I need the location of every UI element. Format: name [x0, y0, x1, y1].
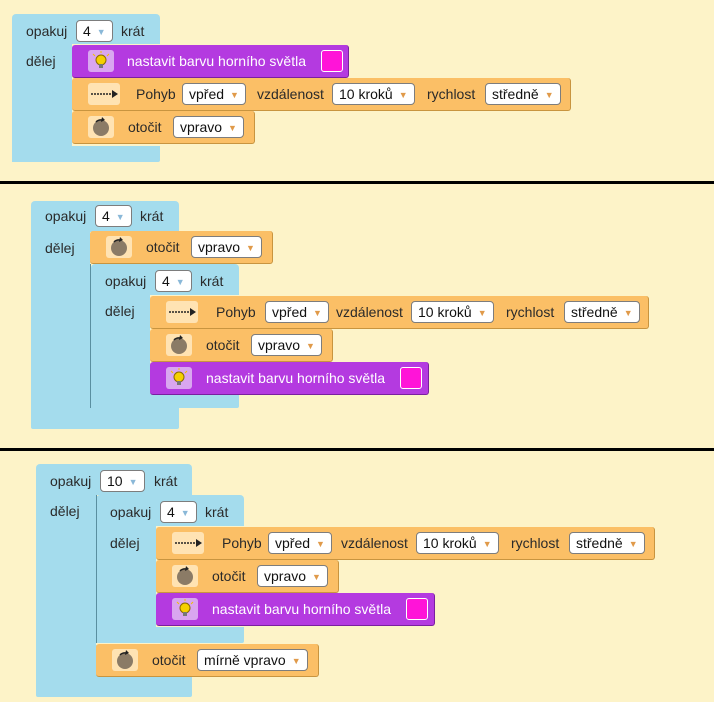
times-label: krát: [200, 273, 224, 289]
set-color-label: nastavit barvu horního světla: [206, 370, 385, 386]
speed-dropdown[interactable]: středně▼: [569, 532, 645, 554]
do-label: dělej: [110, 535, 140, 551]
set-color-label: nastavit barvu horního světla: [212, 601, 391, 617]
repeat-label: opakuj: [45, 208, 87, 224]
outer-repeat-count-dropdown[interactable]: 10▼: [100, 470, 145, 492]
turn-label: otočit: [212, 568, 246, 584]
panel-divider: [0, 181, 714, 184]
turn-icon: [172, 565, 198, 587]
set-top-light-color-block[interactable]: nastavit barvu horního světla: [150, 362, 429, 395]
distance-dropdown[interactable]: 10 kroků▼: [416, 532, 499, 554]
outer-repeat-count-dropdown[interactable]: 4▼: [95, 205, 132, 227]
move-label: Pohyb: [136, 86, 176, 102]
turn-block[interactable]: otočit vpravo▼: [150, 329, 333, 362]
speed-label: rychlost: [511, 535, 560, 551]
set-top-light-color-block[interactable]: nastavit barvu horního světla: [72, 45, 349, 78]
speed-label: rychlost: [506, 304, 555, 320]
set-top-light-color-block[interactable]: nastavit barvu horního světla: [156, 593, 435, 626]
distance-dropdown[interactable]: 10 kroků▼: [411, 301, 494, 323]
repeat-label: opakuj: [50, 473, 92, 489]
times-label: krát: [205, 504, 229, 520]
turn-block[interactable]: otočit vpravo▼: [156, 560, 339, 593]
speed-dropdown[interactable]: středně▼: [485, 83, 561, 105]
turn-dropdown[interactable]: vpravo▼: [251, 334, 322, 356]
times-label: krát: [154, 473, 178, 489]
lightbulb-icon: [172, 598, 198, 620]
lightbulb-icon: [88, 50, 114, 72]
times-label: krát: [121, 23, 145, 39]
speed-dropdown[interactable]: středně▼: [564, 301, 640, 323]
do-label: dělej: [26, 53, 56, 69]
turn-slightly-block[interactable]: otočit mírně vpravo▼: [96, 644, 319, 677]
turn-dropdown[interactable]: vpravo▼: [173, 116, 244, 138]
inner-repeat-count-dropdown[interactable]: 4▼: [160, 501, 197, 523]
distance-label: vzdálenost: [257, 86, 324, 102]
times-label: krát: [140, 208, 164, 224]
set-color-label: nastavit barvu horního světla: [127, 53, 306, 69]
color-swatch[interactable]: [406, 598, 428, 620]
turn-label: otočit: [128, 119, 162, 135]
turn-icon: [112, 649, 138, 671]
repeat-label: opakuj: [105, 273, 147, 289]
direction-dropdown[interactable]: vpřed▼: [265, 301, 329, 323]
do-label: dělej: [50, 503, 80, 519]
program-panel-1: opakuj 4▼ krát dělej nastavit barvu horn…: [0, 0, 714, 182]
move-block[interactable]: Pohyb vpřed▼ vzdálenost 10 kroků▼ rychlo…: [150, 296, 649, 329]
turn-dropdown[interactable]: vpravo▼: [191, 236, 262, 258]
arrow-right-icon: [88, 83, 120, 105]
arrow-right-icon: [172, 532, 204, 554]
turn-icon: [166, 334, 192, 356]
direction-dropdown[interactable]: vpřed▼: [182, 83, 246, 105]
move-label: Pohyb: [222, 535, 262, 551]
direction-dropdown[interactable]: vpřed▼: [268, 532, 332, 554]
do-label: dělej: [105, 303, 135, 319]
turn-label: otočit: [206, 337, 240, 353]
turn-block[interactable]: otočit vpravo▼: [90, 231, 273, 264]
distance-label: vzdálenost: [336, 304, 403, 320]
repeat-label: opakuj: [26, 23, 68, 39]
do-label: dělej: [45, 240, 75, 256]
panel-divider: [0, 448, 714, 451]
arrow-right-icon: [166, 301, 198, 323]
turn-dropdown[interactable]: vpravo▼: [257, 565, 328, 587]
program-panel-2: opakuj 4▼ krát dělej otočit vpravo▼ opak…: [0, 184, 714, 449]
distance-label: vzdálenost: [341, 535, 408, 551]
turn-icon: [106, 236, 132, 258]
turn-dropdown[interactable]: mírně vpravo▼: [197, 649, 308, 671]
color-swatch[interactable]: [400, 367, 422, 389]
repeat-count-dropdown[interactable]: 4▼: [76, 20, 113, 42]
move-block[interactable]: Pohyb vpřed▼ vzdálenost 10 kroků▼ rychlo…: [72, 78, 571, 111]
move-block[interactable]: Pohyb vpřed▼ vzdálenost 10 kroků▼ rychlo…: [156, 527, 655, 560]
turn-label: otočit: [146, 239, 180, 255]
program-panel-3: opakuj 10▼ krát dělej opakuj 4▼ krát děl…: [0, 451, 714, 702]
speed-label: rychlost: [427, 86, 476, 102]
repeat-label: opakuj: [110, 504, 152, 520]
distance-dropdown[interactable]: 10 kroků▼: [332, 83, 415, 105]
turn-label: otočit: [152, 652, 186, 668]
color-swatch[interactable]: [321, 50, 343, 72]
turn-block[interactable]: otočit vpravo▼: [72, 111, 255, 144]
lightbulb-icon: [166, 367, 192, 389]
turn-icon: [88, 116, 114, 138]
move-label: Pohyb: [216, 304, 256, 320]
inner-repeat-count-dropdown[interactable]: 4▼: [155, 270, 192, 292]
